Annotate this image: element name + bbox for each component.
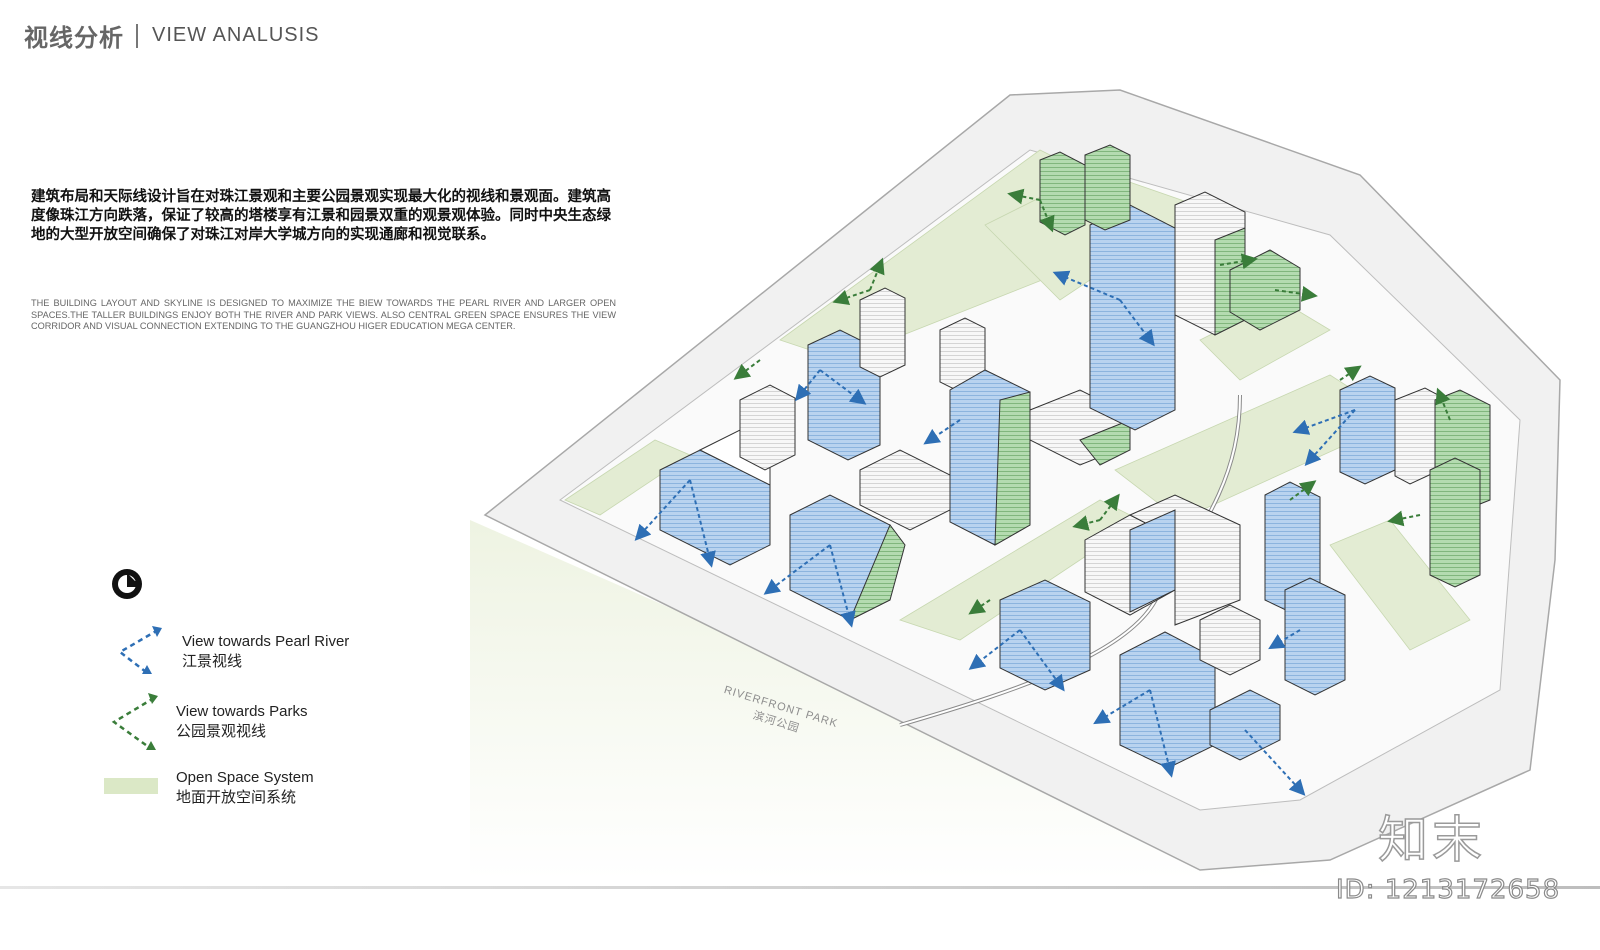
page-title-cn: 视线分析: [24, 24, 124, 52]
park-view-legend-icon: [111, 693, 158, 750]
legend-parks-en: View towards Parks: [176, 703, 308, 720]
legend-river-cn: 江景视线: [182, 653, 243, 670]
open-space-legend-swatch: [104, 778, 158, 794]
legend-open-space-en: Open Space System: [176, 769, 314, 786]
watermark-id: ID: 1213172658: [1335, 874, 1561, 905]
river-view-legend-icon: [117, 626, 162, 674]
page-title-en: VIEW ANALUSIS: [152, 24, 320, 46]
title-divider: [136, 23, 138, 48]
legend-river-en: View towards Pearl River: [182, 633, 350, 650]
bottom-rule: [0, 886, 1600, 889]
buildings: [659, 144, 1491, 769]
description-cn: 建筑布局和天际线设计旨在对珠江景观和主要公园景观实现最大化的视线和景观面。建筑高…: [31, 189, 611, 243]
legend-parks-cn: 公园景观视线: [176, 723, 267, 740]
legend-open-space-cn: 地面开放空间系统: [176, 789, 297, 806]
watermark-brand: 知末: [1377, 810, 1486, 870]
north-arrow-icon: [112, 569, 142, 599]
river-view-arrows: [634, 270, 1356, 796]
page-header: 视线分析 VIEW ANALUSIS: [24, 18, 320, 53]
park-view-arrows: [733, 188, 1451, 615]
description-en: THE BUILDING LAYOUT AND SKYLINE IS DESIG…: [31, 298, 616, 331]
